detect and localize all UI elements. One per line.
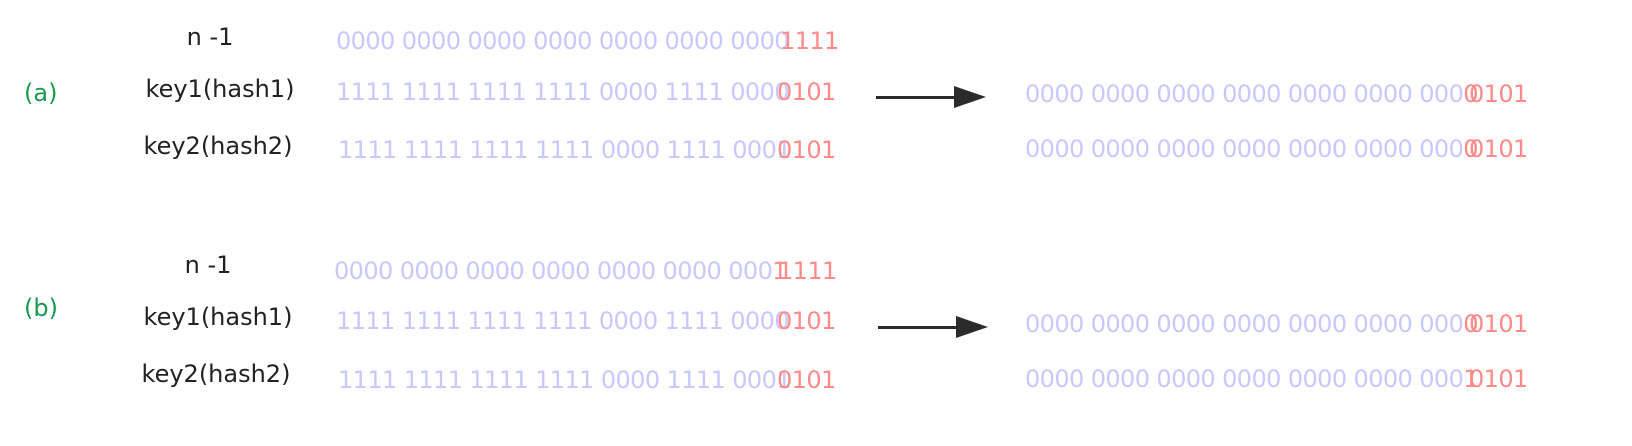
right-arrow-icon <box>876 86 986 108</box>
low-bits-key2: 0101 <box>777 366 836 394</box>
low-bits-key1: 0101 <box>777 78 836 106</box>
section-label-b: (b) <box>24 294 58 322</box>
row-label-key1: key1(hash1) <box>143 303 293 331</box>
bits-row-key2: 1111 1111 1111 1111 0000 1111 0001 <box>338 366 792 394</box>
high-bit-highlight: 1 <box>1463 365 1478 393</box>
row-label-key2: key2(hash2) <box>143 132 293 160</box>
low-bits-key1: 0101 <box>777 307 836 335</box>
bits-row-key2: 1111 1111 1111 1111 0000 1111 0001 <box>338 136 792 164</box>
low-bits-key2: 0101 <box>777 136 836 164</box>
row-label-n-minus-1: n -1 <box>184 251 232 279</box>
result-bits-key2: 0000 0000 0000 0000 0000 0000 0000 <box>1025 135 1479 163</box>
high-bits: 0000 0000 0000 0000 0000 0000 000 <box>1025 135 1464 163</box>
high-bits: 1111 1111 1111 1111 0000 1111 0001 <box>338 366 792 394</box>
result-bits-key1: 0000 0000 0000 0000 0000 0000 0000 <box>1025 80 1479 108</box>
high-bit-highlight: 1 <box>772 257 787 285</box>
low-bits-n-minus-1: 1111 <box>778 257 837 285</box>
section-label-a: (a) <box>24 79 58 107</box>
result-low-bits-key1: 0101 <box>1469 80 1528 108</box>
high-bit-highlight: 0 <box>1463 80 1478 108</box>
bits-row-n-minus-1: 0000 0000 0000 0000 0000 0000 0000 <box>336 27 790 55</box>
result-low-bits-key2: 0101 <box>1469 135 1528 163</box>
high-bits: 0000 0000 0000 0000 0000 0000 0000 <box>336 27 790 55</box>
high-bits: 1111 1111 1111 1111 0000 1111 0000 <box>336 78 790 106</box>
high-bits: 0000 0000 0000 0000 0000 0000 000 <box>1025 310 1464 338</box>
high-bit-highlight: 0 <box>1463 310 1478 338</box>
high-bits: 0000 0000 0000 0000 0000 0000 000 <box>1025 80 1464 108</box>
bits-row-n-minus-1: 0000 0000 0000 0000 0000 0000 0001 <box>334 257 788 285</box>
high-bits: 0000 0000 0000 0000 0000 0000 000 <box>1025 365 1464 393</box>
right-arrow-icon <box>878 316 988 338</box>
result-bits-key2: 0000 0000 0000 0000 0000 0000 0001 <box>1025 365 1479 393</box>
bits-row-key1: 1111 1111 1111 1111 0000 1111 0000 <box>336 78 790 106</box>
high-bit-highlight: 0 <box>1463 135 1478 163</box>
high-bits: 0000 0000 0000 0000 0000 0000 000 <box>334 257 773 285</box>
result-low-bits-key1: 0101 <box>1469 310 1528 338</box>
row-label-key2: key2(hash2) <box>141 360 291 388</box>
high-bits: 1111 1111 1111 1111 0000 1111 0001 <box>338 136 792 164</box>
bits-row-key1: 1111 1111 1111 1111 0000 1111 0000 <box>336 307 790 335</box>
row-label-key1: key1(hash1) <box>145 75 295 103</box>
low-bits-n-minus-1: 1111 <box>780 27 839 55</box>
result-low-bits-key2: 0101 <box>1469 365 1528 393</box>
result-bits-key1: 0000 0000 0000 0000 0000 0000 0000 <box>1025 310 1479 338</box>
row-label-n-minus-1: n -1 <box>186 23 234 51</box>
high-bits: 1111 1111 1111 1111 0000 1111 0000 <box>336 307 790 335</box>
